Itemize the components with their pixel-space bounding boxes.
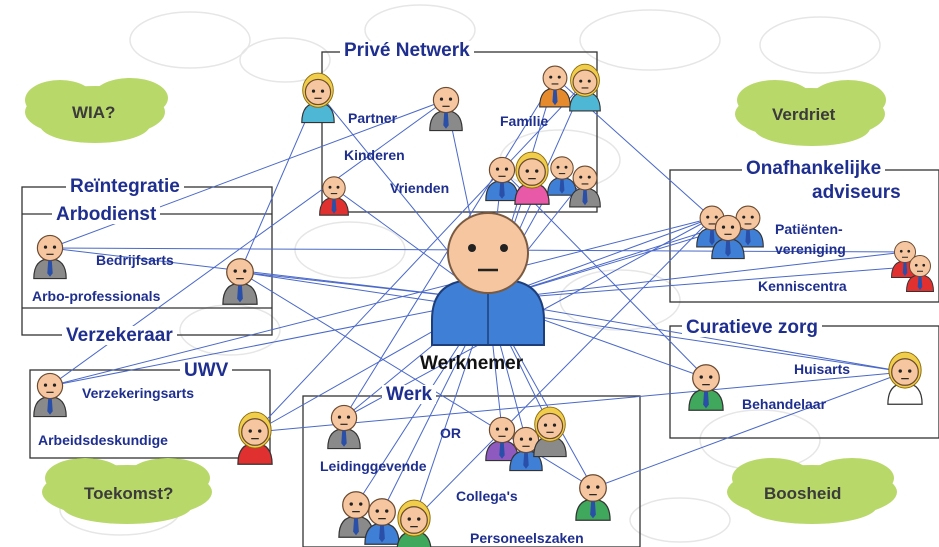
- cloud-boosheid: [727, 458, 897, 524]
- person-figure-10: [222, 258, 258, 305]
- person-figure-14: [485, 416, 519, 462]
- cross-line-3: [254, 371, 906, 433]
- person-figure-0: [301, 72, 335, 124]
- cloud-label-toekomst: Toekomst?: [84, 484, 174, 503]
- person-figure-13: [327, 404, 361, 450]
- connection-line-24: [487, 251, 906, 301]
- group-curatieve-zorg: Curatieve zorg: [682, 318, 822, 337]
- label-kenniscentra: Kenniscentra: [758, 278, 847, 294]
- cross-line-9: [592, 371, 906, 489]
- cloud-toekomst: [42, 458, 212, 524]
- cross-line-10: [413, 217, 713, 521]
- label-patienten-line2: vereniging: [775, 241, 846, 257]
- group-onafhankelijke-line2: adviseurs: [808, 183, 905, 202]
- person-figure-27: [887, 351, 923, 405]
- person-figure-9: [33, 234, 67, 280]
- uwv-box: [29, 369, 271, 459]
- person-figure-4: [319, 176, 349, 216]
- label-or: OR: [440, 425, 461, 441]
- label-behandelaar: Behandelaar: [742, 396, 827, 412]
- person-figure-12: [237, 411, 273, 465]
- person-figure-11: [33, 372, 67, 418]
- connection-line-25: [487, 265, 921, 301]
- label-personeelszaken: Personeelszaken: [470, 530, 584, 546]
- person-figure-17: [338, 491, 374, 538]
- person-figure-25: [906, 255, 934, 292]
- group-onafhankelijke-line1: Onafhankelijke: [742, 159, 886, 178]
- person-figure-7: [547, 156, 577, 196]
- label-patienten-line1: Patiënten-: [775, 221, 843, 237]
- people-figures: [33, 63, 934, 547]
- label-bedrijfsarts: Bedrijfsarts: [96, 252, 174, 268]
- group-verzekeraar: Verzekeraar: [62, 326, 177, 345]
- group-uwv: UWV: [180, 361, 233, 380]
- label-kinderen: Kinderen: [344, 147, 405, 163]
- cross-line-2: [49, 217, 713, 387]
- person-figure-16: [533, 406, 567, 458]
- cloud-label-verdriet: Verdriet: [772, 105, 836, 124]
- person-figure-8: [569, 165, 601, 208]
- cross-line-12: [254, 81, 586, 433]
- person-figure-2: [539, 65, 571, 108]
- werk-box: [302, 395, 641, 547]
- person-figure-26: [688, 364, 724, 411]
- connection-line-11: [49, 299, 489, 387]
- label-collegas: Collega's: [456, 488, 518, 504]
- person-figure-20: [575, 474, 611, 521]
- person-figure-3: [569, 63, 601, 112]
- label-partner: Partner: [348, 110, 398, 126]
- person-figure-18: [364, 498, 400, 545]
- group-arbodienst: Arbodienst: [52, 205, 161, 224]
- label-arbo-professionals: Arbo-professionals: [32, 288, 161, 304]
- label-familie: Familie: [500, 113, 549, 129]
- cloud-label-boosheid: Boosheid: [764, 484, 842, 503]
- person-figure-5: [485, 156, 519, 202]
- label-huisarts: Huisarts: [794, 361, 851, 377]
- label-leidinggevende: Leidinggevende: [320, 458, 427, 474]
- cross-line-6: [239, 271, 906, 373]
- center-label-werknemer: Werknemer: [420, 353, 524, 374]
- cloud-verdriet: [735, 80, 886, 146]
- clouds: [25, 78, 897, 524]
- person-figure-23: [711, 214, 745, 260]
- person-figure-19: [396, 499, 432, 547]
- group-prive-netwerk: Privé Netwerk: [340, 41, 474, 60]
- group-werk: Werk: [382, 385, 437, 404]
- group-reintegratie: Reïntegratie: [66, 177, 184, 196]
- person-figure-1: [429, 86, 463, 132]
- cloud-label-wia: WIA?: [72, 103, 116, 122]
- cloud-wia: [25, 78, 168, 143]
- label-verzekeringsarts: Verzekeringsarts: [82, 385, 195, 401]
- label-arbeidsdeskundige: Arbeidsdeskundige: [38, 432, 168, 448]
- person-figure-6: [514, 151, 550, 205]
- worker-figure: [431, 212, 545, 346]
- label-vrienden: Vrienden: [390, 180, 450, 196]
